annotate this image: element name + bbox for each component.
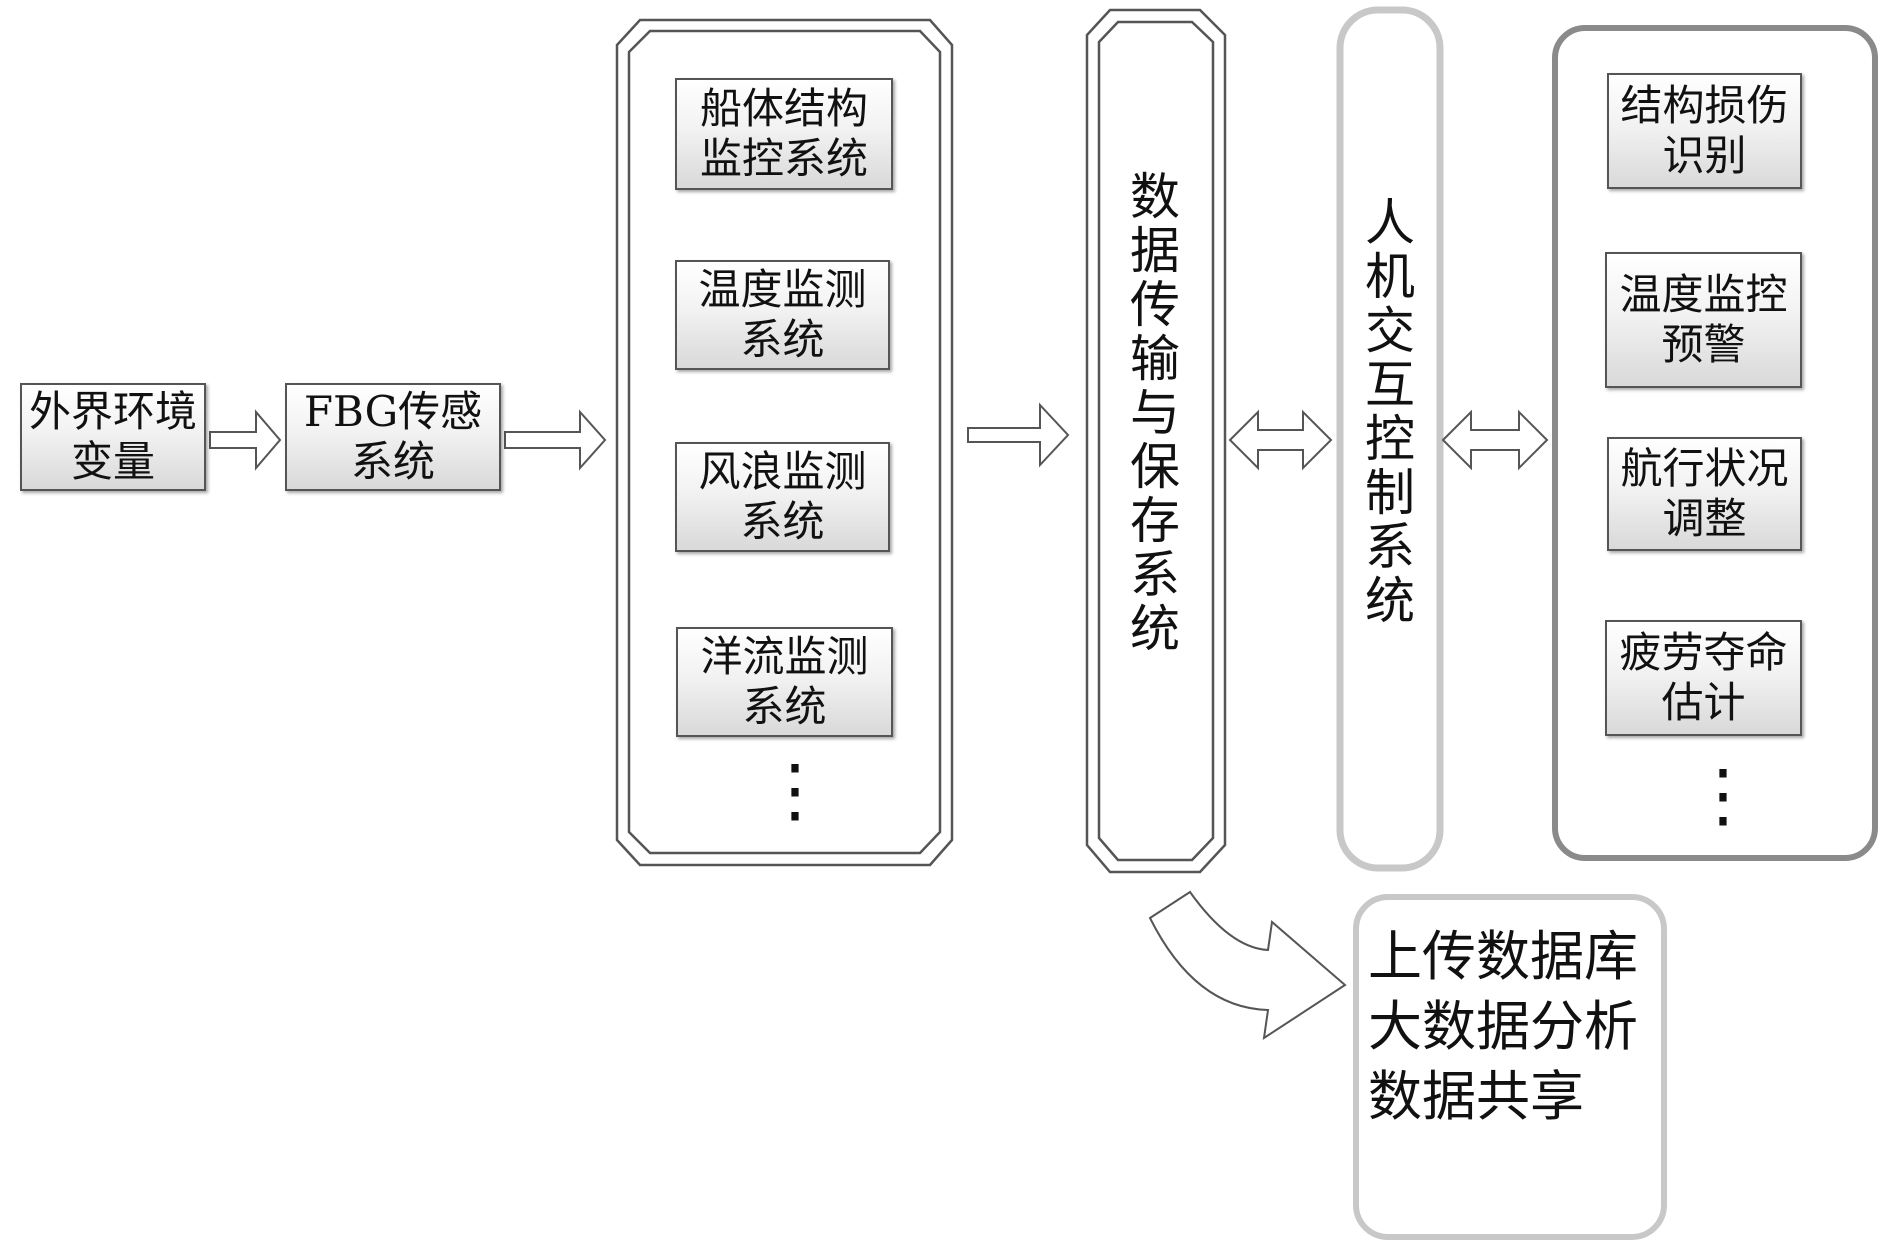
monitor-item-label: 温度监测系统 <box>698 265 867 364</box>
arrow-input-to-sensor <box>209 409 282 471</box>
vertical-char: 统 <box>1130 600 1180 658</box>
vertical-char: 传 <box>1130 276 1180 334</box>
cloud-line-data-sharing: 数据共享 <box>1368 1065 1584 1128</box>
hmi-control-system-label: 人机交互控制系统 <box>1357 196 1423 628</box>
monitor-group-frame <box>615 18 954 867</box>
vertical-char: 控 <box>1365 410 1415 468</box>
temperature-warning-box: 温度监控预警 <box>1605 252 1802 388</box>
function-item-label: 疲劳夺命估计 <box>1619 628 1788 727</box>
function-more-ellipsis: ⋮ <box>1688 754 1758 836</box>
transmission-frame <box>1085 8 1227 874</box>
monitor-item-label: 船体结构监控系统 <box>699 84 868 183</box>
external-environment-label: 外界环境变量 <box>28 387 197 486</box>
monitor-item-label: 洋流监测系统 <box>700 632 869 731</box>
function-item-label: 航行状况调整 <box>1620 444 1789 543</box>
vertical-char: 系 <box>1130 546 1180 604</box>
monitor-item-label: 风浪监测系统 <box>698 447 867 546</box>
arrow-monitor-to-transmission <box>967 402 1070 468</box>
monitor-more-ellipsis: ⋮ <box>760 749 830 831</box>
vertical-char: 与 <box>1130 384 1180 442</box>
vertical-char: 人 <box>1365 194 1415 252</box>
vertical-char: 统 <box>1365 572 1415 630</box>
vertical-char: 制 <box>1365 464 1415 522</box>
cloud-services-text: 上传数据库 大数据分析 数据共享 <box>1368 922 1638 1132</box>
cloud-frame <box>1353 894 1667 1240</box>
vertical-char: 机 <box>1365 248 1415 306</box>
temperature-monitor-box: 温度监测系统 <box>675 260 890 370</box>
ocean-current-monitor-box: 洋流监测系统 <box>676 627 893 737</box>
fbg-sensing-box: FBG传感系统 <box>285 383 501 491</box>
vertical-char: 保 <box>1130 438 1180 496</box>
arrow-sensor-to-monitor <box>504 409 607 471</box>
cloud-line-big-data-analysis: 大数据分析 <box>1368 995 1638 1058</box>
fbg-sensing-label: FBG传感系统 <box>303 387 483 486</box>
vertical-char: 存 <box>1130 492 1180 550</box>
arrow-hmi-function-bidirectional <box>1441 409 1549 471</box>
function-item-label: 温度监控预警 <box>1619 270 1788 369</box>
structural-damage-identification-box: 结构损伤识别 <box>1607 73 1802 189</box>
function-item-label: 结构损伤识别 <box>1620 81 1789 180</box>
vertical-char: 交 <box>1365 302 1415 360</box>
external-environment-box: 外界环境变量 <box>20 383 206 491</box>
hmi-frame <box>1336 6 1444 872</box>
cloud-line-upload-database: 上传数据库 <box>1368 925 1638 988</box>
vertical-char: 输 <box>1130 330 1180 388</box>
vertical-char: 互 <box>1365 356 1415 414</box>
hull-structure-monitor-box: 船体结构监控系统 <box>675 78 893 190</box>
curved-arrow-to-cloud <box>1148 890 1347 1041</box>
function-group-frame <box>1552 25 1878 861</box>
navigation-adjustment-box: 航行状况调整 <box>1607 437 1802 551</box>
vertical-char: 数 <box>1130 168 1180 226</box>
vertical-char: 系 <box>1365 518 1415 576</box>
arrow-transmission-hmi-bidirectional <box>1228 409 1333 471</box>
fatigue-life-estimation-box: 疲劳夺命估计 <box>1605 620 1802 736</box>
vertical-char: 据 <box>1130 222 1180 280</box>
wind-wave-monitor-box: 风浪监测系统 <box>675 442 890 552</box>
transmission-system-label: 数据传输与保存系统 <box>1122 170 1188 656</box>
